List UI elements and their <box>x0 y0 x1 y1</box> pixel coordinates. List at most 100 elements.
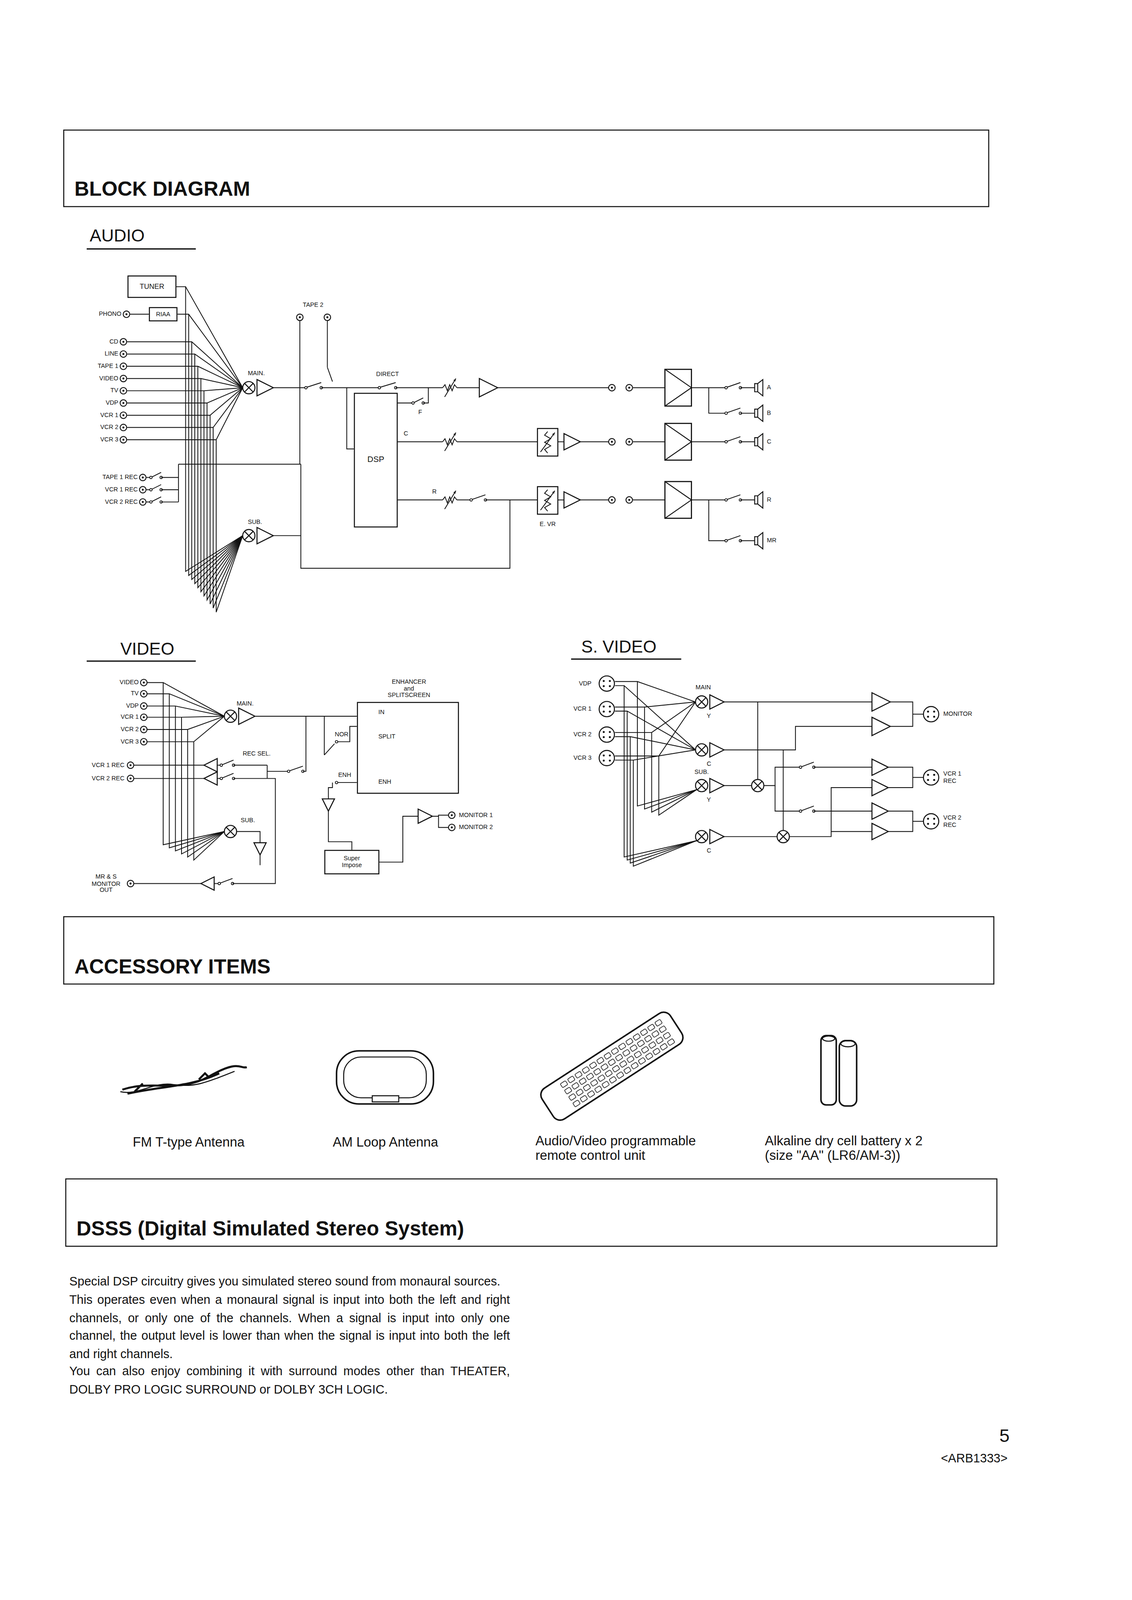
jack <box>120 362 127 370</box>
wire <box>244 530 253 540</box>
remote-button <box>619 1059 628 1068</box>
wire <box>697 780 707 790</box>
wire <box>624 685 697 857</box>
jack-pin <box>122 365 125 368</box>
jack-pin <box>142 715 145 719</box>
wire <box>129 313 149 315</box>
remote-button <box>629 1044 638 1052</box>
wire <box>161 476 179 478</box>
s-video-jack <box>923 706 939 722</box>
box-title: ENHANCER and SPLITSCREEN <box>386 678 432 699</box>
volume-resistor <box>442 496 457 503</box>
amplifier <box>871 758 889 775</box>
amplifier <box>479 378 498 397</box>
box-title: RIAA <box>155 310 171 318</box>
wire <box>126 387 243 391</box>
signal-label: PHONO <box>99 310 122 318</box>
jack-pin <box>122 401 125 405</box>
wire <box>789 787 872 837</box>
wire <box>307 382 322 388</box>
remote-button <box>594 1085 603 1093</box>
jack-pin <box>122 377 125 380</box>
wire <box>152 484 162 490</box>
wire <box>557 441 564 443</box>
s-video-pin <box>932 778 936 781</box>
signal-label: MAIN <box>695 683 711 691</box>
wire <box>236 831 261 843</box>
wire <box>697 780 707 790</box>
wire <box>161 489 179 490</box>
jack-pin <box>142 704 145 707</box>
wire <box>147 715 225 742</box>
jack <box>296 313 303 321</box>
wire <box>457 499 472 501</box>
wire <box>888 810 913 832</box>
remote-button <box>633 1050 642 1058</box>
signal-label: CD <box>109 338 119 346</box>
speaker-symbol <box>754 379 763 396</box>
wire <box>632 387 665 388</box>
jack <box>127 761 134 769</box>
amplifier <box>322 798 335 811</box>
wire <box>727 535 741 540</box>
wire <box>423 387 429 403</box>
remote-button <box>647 1023 656 1031</box>
remote-button <box>645 1052 654 1060</box>
signal-label: VCR 3 <box>120 738 139 745</box>
s-video-pin <box>932 773 936 776</box>
wire <box>226 827 235 836</box>
remote-button <box>623 1066 632 1074</box>
wire <box>337 781 357 783</box>
wire <box>397 402 414 404</box>
jack-pin <box>129 777 132 780</box>
wire <box>266 770 289 772</box>
signal-label: VCR 3 <box>100 436 119 443</box>
wire <box>633 759 697 866</box>
jack <box>120 350 127 358</box>
signal-label: E. VR <box>539 520 556 528</box>
wire <box>126 353 243 388</box>
signal-label: DIRECT <box>376 370 399 378</box>
signal-label: MR & S MONITOR OUT <box>90 873 122 894</box>
mixer <box>695 779 708 792</box>
wire <box>126 387 243 403</box>
arrowhead <box>552 432 555 436</box>
s-video-pin <box>608 759 611 762</box>
wire <box>147 693 225 716</box>
wire <box>134 882 201 884</box>
switch-contact <box>799 765 802 769</box>
wire <box>244 530 253 540</box>
wire <box>627 710 697 860</box>
superimpose-box: Super Impose <box>324 849 380 874</box>
signal-label: VCR 1 <box>120 713 139 721</box>
jack-pin <box>141 476 144 479</box>
wire <box>134 777 205 779</box>
s-video-pin <box>608 730 611 734</box>
remote-body <box>537 1008 687 1123</box>
remote-button <box>567 1075 575 1083</box>
switch-contact <box>335 740 338 743</box>
jack-pin <box>141 500 144 503</box>
wire <box>580 441 609 443</box>
wire <box>740 412 755 414</box>
remote-button <box>609 1075 617 1083</box>
power-amp-box <box>665 481 692 519</box>
s-video-pin <box>932 710 936 713</box>
wire <box>485 499 538 501</box>
s-video-pin <box>926 715 930 718</box>
wire <box>708 499 727 541</box>
remote-button <box>572 1099 581 1107</box>
wire <box>912 776 924 778</box>
remote-button <box>589 1061 597 1069</box>
signal-label: VDP <box>126 702 139 710</box>
wire <box>161 501 179 503</box>
wire <box>444 378 456 397</box>
remote-button <box>633 1032 641 1041</box>
box-title: DSSS (Digital Simulated Stereo System) <box>76 1216 464 1240</box>
wire <box>302 715 306 772</box>
signal-label: SUB. <box>240 816 255 824</box>
jack-pin <box>125 313 128 316</box>
wire <box>472 494 486 500</box>
s-video-pin <box>608 705 611 708</box>
